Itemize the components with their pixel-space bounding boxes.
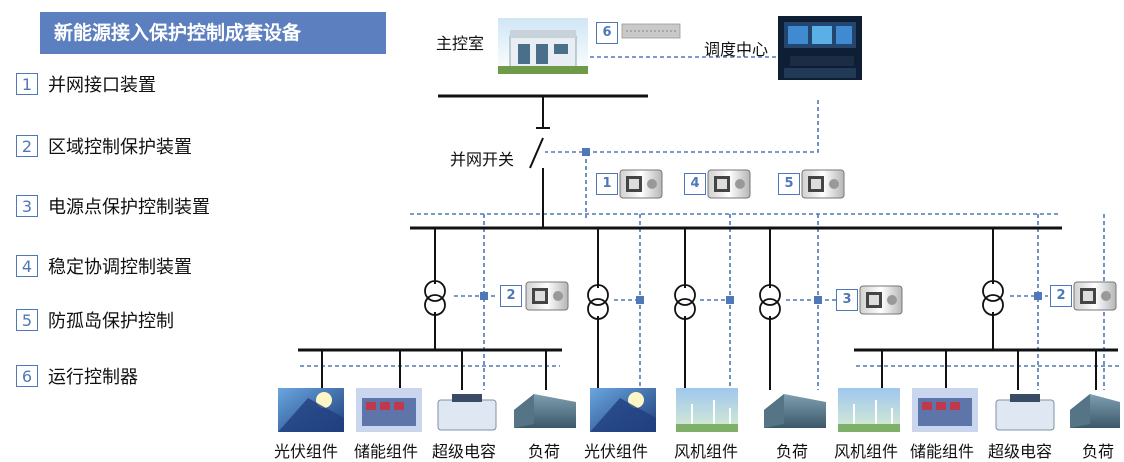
component-label: 储能组件 xyxy=(910,442,975,461)
legend-item: 6 运行控制器 xyxy=(16,362,138,390)
component-label: 负荷 xyxy=(528,442,561,461)
device-tag-1: 1 xyxy=(596,173,618,195)
load-building-image xyxy=(514,394,576,428)
legend-item: 1 并网接口装置 xyxy=(16,70,156,98)
legend-label: 并网接口装置 xyxy=(48,75,156,96)
main-control-room-label: 主控室 xyxy=(436,34,485,53)
legend-number-badge: 3 xyxy=(16,195,38,217)
device-tag-6: 6 xyxy=(596,22,618,44)
legend-item: 5 防孤岛保护控制 xyxy=(16,306,174,334)
legend-label: 稳定协调控制装置 xyxy=(48,257,192,278)
super-capacitor-image xyxy=(437,394,497,431)
main-control-room-image xyxy=(498,18,588,74)
pv-panel-image xyxy=(590,388,656,432)
load-building-image xyxy=(1070,394,1120,428)
legend-item: 4 稳定协调控制装置 xyxy=(16,252,192,280)
legend-item: 2 区域控制保护装置 xyxy=(16,132,192,160)
legend-label: 区域控制保护装置 xyxy=(48,137,192,158)
dispatch-center-label: 调度中心 xyxy=(704,40,769,59)
component-label: 风机组件 xyxy=(834,442,899,461)
legend-item: 3 电源点保护控制装置 xyxy=(16,192,210,220)
wind-turbine-image xyxy=(838,388,900,432)
device-tag-5: 5 xyxy=(778,173,800,195)
storage-battery-image xyxy=(912,388,978,432)
dispatch-center-image xyxy=(778,16,862,80)
diagram-title: 新能源接入保护控制成套设备 xyxy=(40,12,386,54)
wind-turbine-image xyxy=(676,388,738,432)
legend-label: 运行控制器 xyxy=(48,367,138,388)
legend-number-badge: 2 xyxy=(16,135,38,157)
component-label: 光伏组件 xyxy=(584,442,649,461)
component-label: 负荷 xyxy=(1082,442,1115,461)
legend-number-badge: 1 xyxy=(16,73,38,95)
component-label: 光伏组件 xyxy=(274,442,339,461)
legend-label: 电源点保护控制装置 xyxy=(48,197,210,218)
component-label: 负荷 xyxy=(776,442,809,461)
legend-number-badge: 4 xyxy=(16,255,38,277)
legend-label: 防孤岛保护控制 xyxy=(48,311,174,332)
communication-lines xyxy=(300,56,1120,390)
legend-number-badge: 6 xyxy=(16,365,38,387)
power-lines xyxy=(298,94,1118,390)
pv-panel-image xyxy=(278,388,344,432)
load-building-image xyxy=(764,394,826,428)
component-label: 储能组件 xyxy=(354,442,419,461)
component-label: 风机组件 xyxy=(674,442,739,461)
super-capacitor-image xyxy=(995,394,1055,431)
device-tag-2: 2 xyxy=(1050,285,1072,307)
component-label: 超级电容 xyxy=(988,442,1053,461)
protection-device-images xyxy=(525,169,1117,315)
storage-battery-image xyxy=(356,388,422,432)
transformer-symbols xyxy=(424,280,1004,320)
device-tag-3: 3 xyxy=(836,289,858,311)
connection-nodes xyxy=(480,148,1042,304)
grid-switch-label: 并网开关 xyxy=(450,150,515,169)
device-tag-2: 2 xyxy=(500,285,522,307)
operation-controller-image xyxy=(621,23,681,39)
device-tag-4: 4 xyxy=(684,173,706,195)
component-label: 超级电容 xyxy=(432,442,497,461)
legend-number-badge: 5 xyxy=(16,309,38,331)
